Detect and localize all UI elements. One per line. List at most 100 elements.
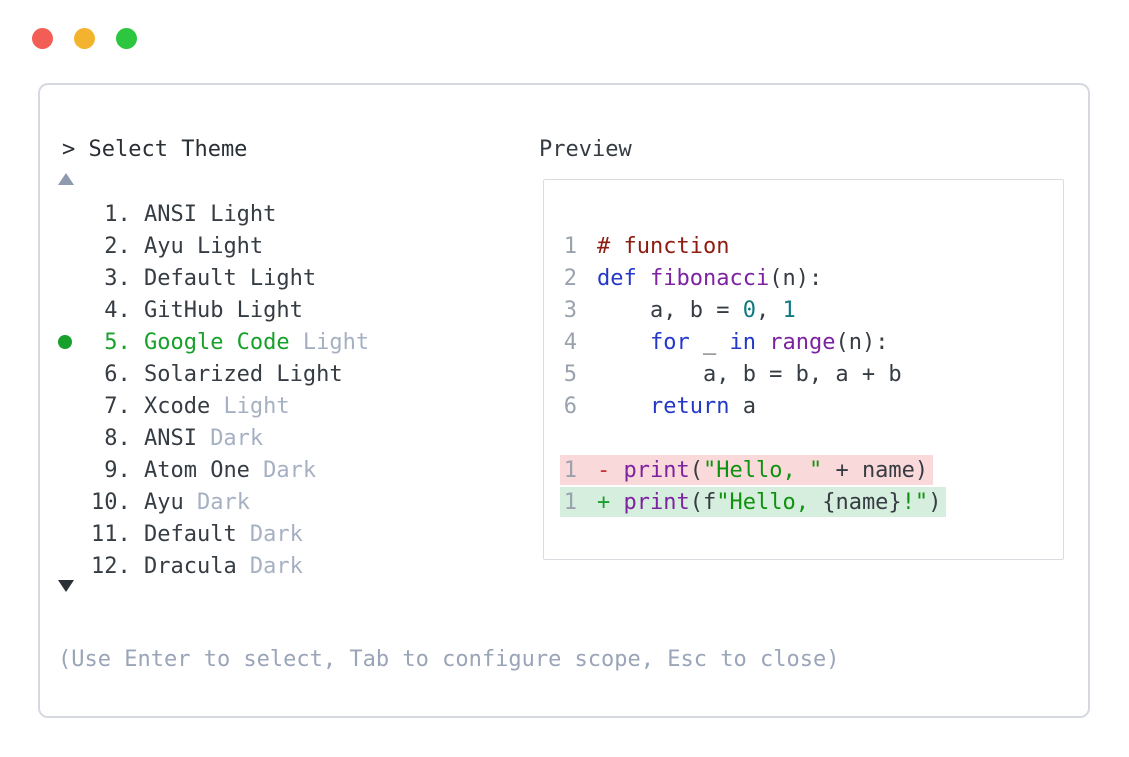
theme-item-number: 10. xyxy=(91,489,131,515)
code-token: a, b = xyxy=(597,297,743,323)
theme-item[interactable]: 1. ANSI Light xyxy=(40,198,548,230)
code-line-content: 2 def fibonacci(n): xyxy=(560,263,827,293)
theme-item-name: GitHub Light xyxy=(143,297,303,323)
theme-item[interactable]: 4. GitHub Light xyxy=(40,294,548,326)
code-token: # function xyxy=(597,233,730,259)
help-text: (Use Enter to select, Tab to configure s… xyxy=(58,647,840,672)
theme-item-number: 2. xyxy=(104,233,131,259)
theme-item-name: Ayu xyxy=(143,489,184,515)
line-number: 3 xyxy=(563,297,577,323)
theme-item[interactable]: 2. Ayu Light xyxy=(40,230,548,262)
scroll-down-button[interactable] xyxy=(58,580,78,596)
theme-item[interactable]: 6. Solarized Light xyxy=(40,358,548,390)
code-line-content: 3 a, b = 0, 1 xyxy=(560,295,801,325)
code-line xyxy=(563,422,1063,454)
theme-item-variant: Dark xyxy=(249,521,303,547)
selected-indicator xyxy=(58,335,91,349)
theme-item-number: 6. xyxy=(104,361,131,387)
theme-list: 1. ANSI Light 2. Ayu Light 3. Default Light 4.… xyxy=(40,198,548,582)
theme-item-number: 4. xyxy=(104,297,131,323)
theme-item-number: 9. xyxy=(104,457,131,483)
code-line: 6 return a xyxy=(563,390,1063,422)
theme-item[interactable]: 3. Default Light xyxy=(40,262,548,294)
close-button[interactable] xyxy=(32,28,53,49)
code-token: return xyxy=(649,393,730,419)
theme-item-variant: Light xyxy=(302,329,370,355)
theme-item-number: 12. xyxy=(91,553,131,579)
code-token: def xyxy=(597,265,637,291)
code-token xyxy=(597,394,650,419)
theme-item-name: ANSI xyxy=(143,425,197,451)
code-token: !" xyxy=(901,489,929,515)
line-number: 5 xyxy=(563,361,577,387)
theme-item[interactable]: 10. Ayu Dark xyxy=(40,486,548,518)
code-line: 3 a, b = 0, 1 xyxy=(563,294,1063,326)
code-token: "Hello, " xyxy=(702,457,823,483)
code-token: a xyxy=(729,393,756,419)
code-token xyxy=(637,266,650,291)
theme-item-name: Solarized Light xyxy=(143,361,343,387)
theme-item-number: 11. xyxy=(91,521,131,547)
green-dot-icon xyxy=(58,335,72,349)
code-token: (n): xyxy=(769,265,823,291)
theme-item-name: Xcode xyxy=(143,393,211,419)
theme-item-variant: Dark xyxy=(210,425,264,451)
theme-item-number: 3. xyxy=(104,265,131,291)
diff-line: 1+ print(f"Hello, {name}!") xyxy=(560,486,1063,518)
code-token: _ xyxy=(689,329,730,355)
theme-item-name: Default Light xyxy=(143,265,317,291)
theme-item-name: ANSI Light xyxy=(143,201,277,227)
code-token: - xyxy=(597,457,624,483)
code-token: ) xyxy=(928,489,942,515)
code-token: + name) xyxy=(822,457,929,483)
code-token: range xyxy=(769,329,836,355)
line-number: 1 xyxy=(563,233,577,259)
code-line-content: 6 return a xyxy=(560,391,761,421)
line-number: 1 xyxy=(563,457,577,483)
maximize-button[interactable] xyxy=(116,28,137,49)
code-token: (f xyxy=(689,489,717,515)
code-token: 1 xyxy=(782,297,796,323)
code-line: 5 a, b = b, a + b xyxy=(563,358,1063,390)
theme-item-variant: Dark xyxy=(263,457,317,483)
code-token: in xyxy=(729,329,756,355)
code-line-content: 1- print("Hello, " + name) xyxy=(560,455,934,485)
theme-item-name: Atom One xyxy=(143,457,250,483)
theme-item-name: Google Code xyxy=(143,329,290,355)
line-number: 2 xyxy=(563,265,577,291)
line-number: 1 xyxy=(563,489,577,515)
theme-item-variant: Dark xyxy=(249,553,303,579)
theme-item[interactable]: 11. Default Dark xyxy=(40,518,548,550)
code-token: + xyxy=(597,489,624,515)
theme-item-number: 5. xyxy=(104,329,131,355)
code-line-content: 5 a, b = b, a + b xyxy=(560,359,907,389)
code-token: {name} xyxy=(822,489,902,515)
theme-item-name: Ayu Light xyxy=(143,233,264,259)
theme-item-name: Dracula xyxy=(143,553,237,579)
theme-item[interactable]: 12. Dracula Dark xyxy=(40,550,548,582)
scroll-up-button[interactable] xyxy=(58,173,78,189)
triangle-down-icon xyxy=(58,580,74,592)
theme-item-number: 1. xyxy=(104,201,131,227)
triangle-up-icon xyxy=(58,173,74,185)
diff-line: 1- print("Hello, " + name) xyxy=(560,454,1063,486)
theme-item[interactable]: 5. Google Code Light xyxy=(40,326,548,358)
preview-label: Preview xyxy=(539,137,632,162)
code-line-content: 1 # function xyxy=(560,231,734,261)
line-number: 4 xyxy=(563,329,577,355)
theme-item-name: Default xyxy=(143,521,237,547)
minimize-button[interactable] xyxy=(74,28,95,49)
theme-item-variant: Light xyxy=(223,393,290,419)
theme-item-variant: Dark xyxy=(196,489,250,515)
theme-item[interactable]: 9. Atom One Dark xyxy=(40,454,548,486)
code-line: 1 # function xyxy=(563,230,1063,262)
code-token: "Hello, xyxy=(716,489,823,515)
code-token: (n): xyxy=(835,329,889,355)
code-token: fibonacci xyxy=(650,265,770,291)
code-line: 4 for _ in range(n): xyxy=(563,326,1063,358)
